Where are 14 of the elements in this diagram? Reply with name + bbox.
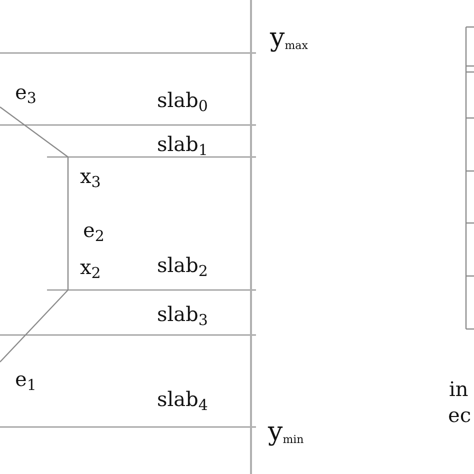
slab-label: slab$_{4}$: [157, 389, 208, 409]
truncated-text: in: [449, 379, 468, 399]
polygon-edge-label: e$_{1}$: [15, 369, 36, 389]
vertex-label: x$_{2}$: [80, 257, 101, 277]
polygon-edge-label: e$_{2}$: [83, 220, 104, 240]
slab-label: slab$_{0}$: [157, 90, 208, 110]
vertex-label: x$_{3}$: [80, 166, 101, 186]
y-max-label: y$_{max}$: [270, 25, 308, 51]
truncated-text: ec: [448, 405, 472, 425]
slab-label: slab$_{1}$: [157, 134, 208, 154]
y-min-label: y$_{min}$: [268, 419, 304, 445]
slab-label: slab$_{3}$: [157, 304, 208, 324]
slab-label: slab$_{2}$: [157, 255, 208, 275]
polygon-edge-label: e$_{3}$: [15, 82, 36, 102]
